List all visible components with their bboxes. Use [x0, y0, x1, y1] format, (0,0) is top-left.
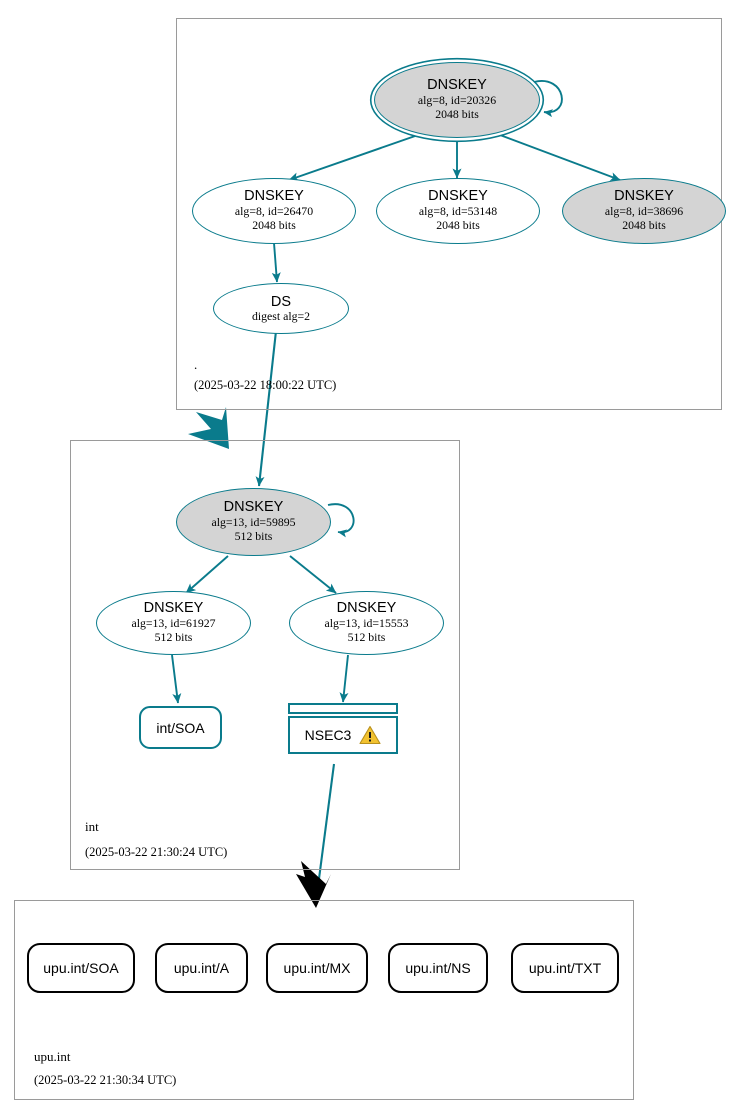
- nsec3-top-bar: [288, 703, 398, 714]
- node-dnskey-int-ksk-59895[interactable]: DNSKEY alg=13, id=59895 512 bits: [176, 488, 331, 556]
- node-dnskey-root-zsk-26470[interactable]: DNSKEY alg=8, id=26470 2048 bits: [192, 178, 356, 244]
- edge-zsk-26470-to-ds: [271, 242, 281, 283]
- dnskey-title: DNSKEY: [223, 499, 284, 516]
- edge-int-ksk-self-signature: [327, 503, 355, 538]
- node-nsec3-int[interactable]: NSEC3: [288, 703, 398, 756]
- dnskey-title: DNSKEY: [143, 600, 204, 617]
- node-rrset-upu-int-a[interactable]: upu.int/A: [155, 943, 248, 993]
- edge-ds-to-int-ksk: [255, 330, 278, 487]
- node-rrset-upu-int-txt[interactable]: upu.int/TXT: [511, 943, 619, 993]
- zone-label-int: int: [85, 819, 99, 834]
- node-dnskey-int-zsk-15553[interactable]: DNSKEY alg=13, id=15553 512 bits: [289, 591, 444, 655]
- rrset-label: upu.int/MX: [283, 960, 351, 976]
- zone-label-upu-int: upu.int: [34, 1049, 71, 1064]
- dnskey-params: alg=8, id=20326: [417, 92, 497, 107]
- delegation-arrow-root-to-int: [188, 407, 229, 449]
- node-dnskey-root-key-38696[interactable]: DNSKEY alg=8, id=38696 2048 bits: [562, 178, 726, 244]
- ds-digest-algorithm: digest alg=2: [251, 308, 311, 323]
- node-dnskey-root-zsk-53148[interactable]: DNSKEY alg=8, id=53148 2048 bits: [376, 178, 540, 244]
- node-dnskey-root-ksk-20326[interactable]: DNSKEY alg=8, id=20326 2048 bits: [374, 62, 540, 138]
- dnskey-params: alg=8, id=26470: [234, 203, 314, 218]
- dnskey-params: alg=8, id=53148: [418, 203, 498, 218]
- zone-box-upu-int: [14, 900, 634, 1100]
- dnskey-keysize: 512 bits: [154, 629, 193, 644]
- zone-timestamp-root: (2025-03-22 18:00:22 UTC): [194, 378, 337, 392]
- zone-box-int: [70, 440, 460, 870]
- dnskey-keysize: 512 bits: [234, 528, 273, 543]
- node-rrset-upu-int-ns[interactable]: upu.int/NS: [388, 943, 488, 993]
- dnskey-keysize: 2048 bits: [252, 217, 296, 232]
- warning-triangle-icon: [359, 725, 381, 745]
- rrset-label: upu.int/A: [173, 960, 230, 976]
- rrset-label: upu.int/NS: [405, 960, 471, 976]
- edge-zsk-61927-to-int-soa: [171, 654, 182, 704]
- delegation-arrow-int-to-upu-int-insecure: [296, 861, 331, 908]
- zone-timestamp-upu-int: (2025-03-22 21:30:34 UTC): [34, 1073, 177, 1087]
- dnskey-params: alg=13, id=59895: [211, 514, 296, 529]
- node-rrset-upu-int-soa[interactable]: upu.int/SOA: [27, 943, 135, 993]
- node-rrset-int-soa[interactable]: int/SOA: [139, 706, 222, 749]
- node-ds-root[interactable]: DS digest alg=2: [213, 283, 349, 334]
- rrset-label: int/SOA: [156, 719, 205, 736]
- dnskey-params: alg=13, id=61927: [131, 615, 216, 630]
- edge-int-ksk-to-zsk-15553: [289, 555, 337, 594]
- rrset-label: upu.int/TXT: [528, 960, 602, 976]
- dnskey-keysize: 2048 bits: [436, 217, 480, 232]
- edge-zsk-15553-to-nsec3: [339, 654, 349, 703]
- node-dnskey-int-zsk-61927[interactable]: DNSKEY alg=13, id=61927 512 bits: [96, 591, 251, 655]
- edge-root-ksk-self-signature: [533, 80, 563, 118]
- dnskey-title: DNSKEY: [428, 188, 488, 205]
- nsec3-label: NSEC3: [304, 727, 352, 743]
- ds-title: DS: [270, 293, 292, 310]
- edge-int-ksk-to-zsk-61927: [185, 555, 229, 594]
- dnskey-params: alg=13, id=15553: [324, 615, 409, 630]
- zone-timestamp-int: (2025-03-22 21:30:24 UTC): [85, 845, 228, 859]
- dnskey-params: alg=8, id=38696: [604, 203, 684, 218]
- zone-label-root: .: [194, 357, 198, 372]
- dnskey-keysize: 2048 bits: [435, 106, 479, 121]
- dnskey-title: DNSKEY: [336, 600, 397, 617]
- node-rrset-upu-int-mx[interactable]: upu.int/MX: [266, 943, 368, 993]
- edge-root-ksk-to-key-38696: [499, 134, 621, 181]
- dnskey-title: DNSKEY: [614, 188, 674, 205]
- edge-nsec3-to-upu-int: [313, 763, 336, 895]
- rrset-label: upu.int/SOA: [43, 960, 119, 976]
- dnskey-title: DNSKEY: [244, 188, 304, 205]
- edge-root-ksk-to-zsk-26470: [288, 134, 419, 182]
- dnskey-title: DNSKEY: [427, 77, 487, 94]
- dnskey-keysize: 2048 bits: [622, 217, 666, 232]
- nsec3-body: NSEC3: [288, 716, 398, 754]
- dnskey-keysize: 512 bits: [347, 629, 386, 644]
